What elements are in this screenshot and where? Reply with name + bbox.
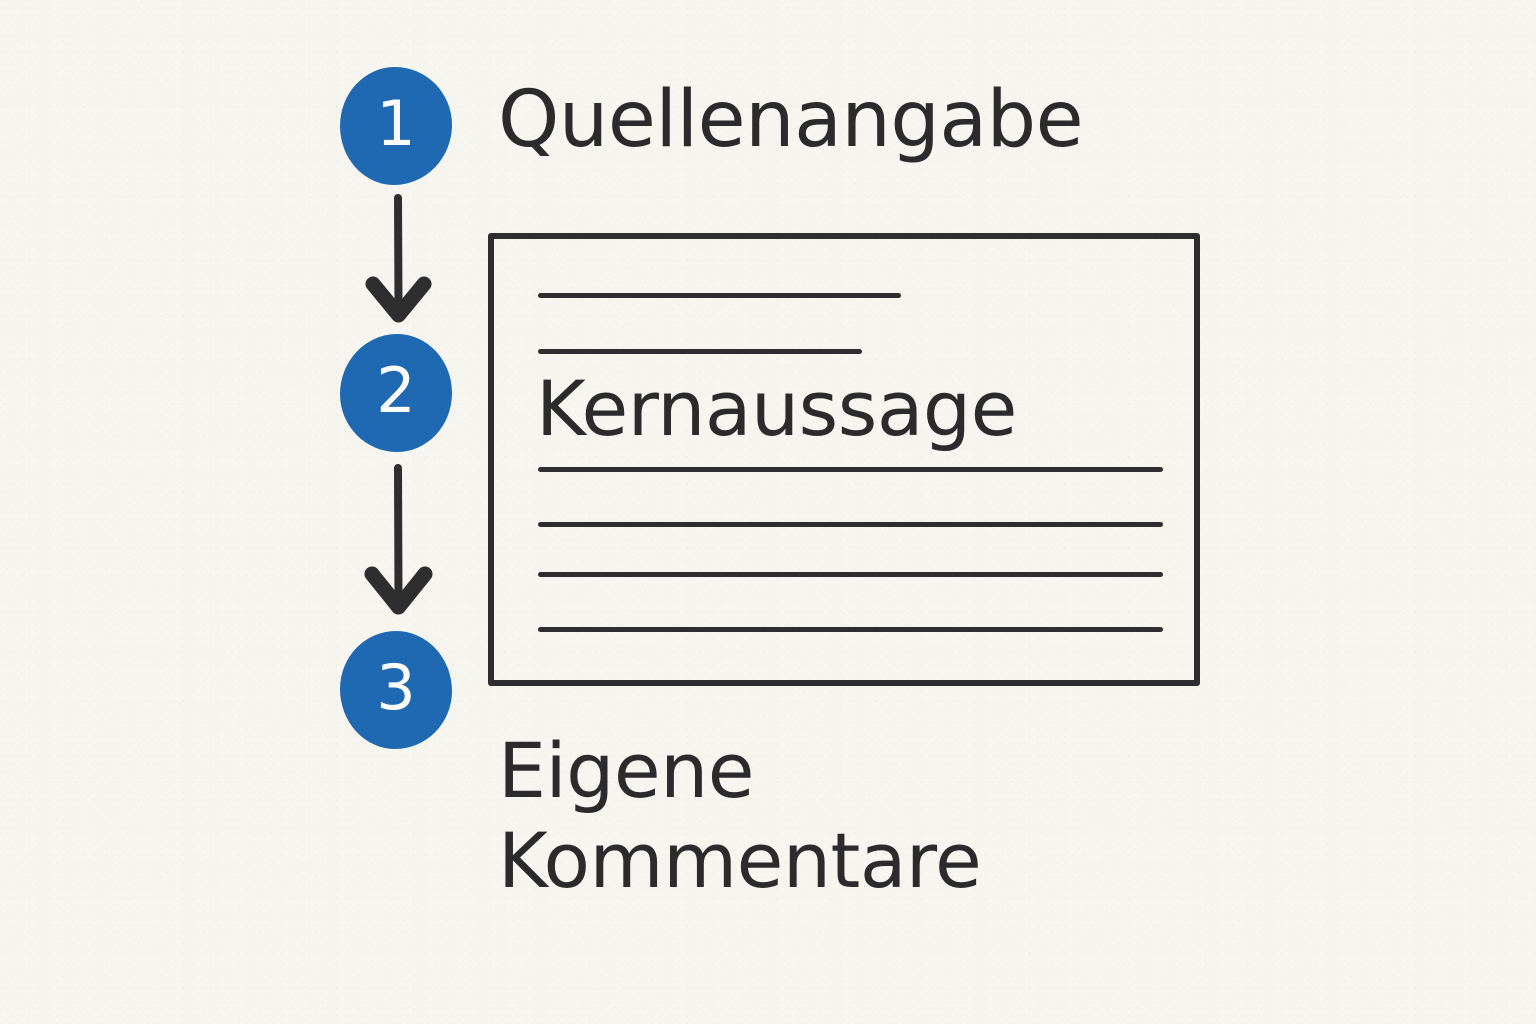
step-marker-3: 3 [340,631,452,749]
note-box-title: Kernaussage [536,364,1017,453]
step-number-3: 3 [376,651,416,724]
note-rule-line-6 [538,627,1163,632]
note-rule-line-4 [538,522,1163,527]
step-label-quellenangabe: Quellenangabe [498,75,1084,165]
note-rule-line-1 [538,293,901,298]
step-number-2: 2 [376,354,416,427]
note-rule-line-3 [538,467,1163,472]
note-box-content: Kernaussage [494,239,1194,680]
step-label-line-1: Eigene [498,726,755,815]
step-label-eigene-kommentare: Eigene Kommentare [498,726,982,905]
step-marker-2: 2 [340,334,452,452]
note-box-frame: Kernaussage [488,233,1200,686]
step-number-1: 1 [376,87,416,160]
step-marker-1: 1 [340,67,452,185]
note-rule-line-5 [538,572,1163,577]
arrow-down-icon-step-1-to-2 [358,194,438,324]
arrow-down-icon-step-2-to-3 [358,464,438,616]
note-rule-line-2 [538,349,862,354]
step-label-line-2: Kommentare [498,815,982,905]
